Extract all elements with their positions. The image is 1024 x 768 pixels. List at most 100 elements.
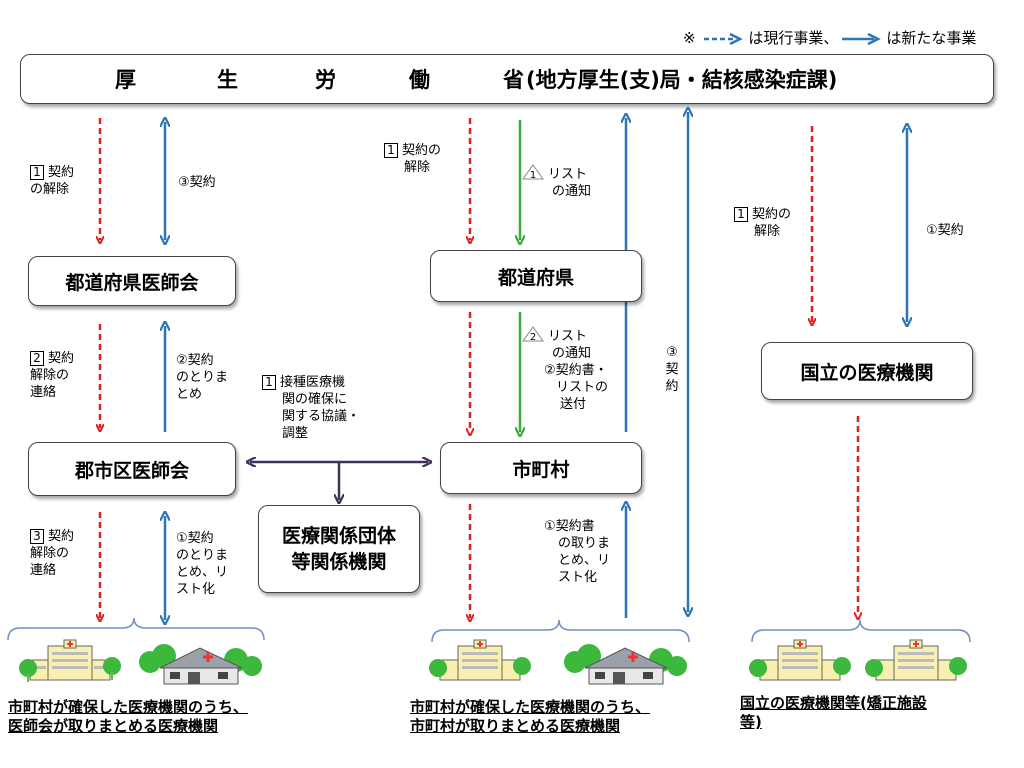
label-text: の解除: [30, 182, 70, 197]
caption-line: 市町村が確保した医療機関のうち、: [410, 698, 651, 716]
ministry-char-5: 省: [503, 68, 524, 92]
ministry-box: 厚 生 労 働 省 (地方厚生(支)局・結核感染症課): [20, 54, 994, 104]
city-medical-association-label: 郡市区医師会: [74, 459, 189, 482]
caption-line: 国立の医療機関等(矯正施設: [740, 694, 927, 712]
caption-left: 市町村が確保した医療機関のうち、 医師会が取りまとめる医療機関: [8, 698, 248, 736]
caption-line: 市町村が確保した医療機関のうち、: [8, 698, 249, 716]
city-medical-association-box: 郡市区医師会: [28, 442, 236, 496]
pref-medical-association-label: 都道府県医師会: [65, 271, 199, 294]
municipality-box: 市町村: [440, 442, 642, 494]
brace-right: [751, 619, 971, 643]
prefecture-box: 都道府県: [430, 250, 642, 302]
label-text: 契約: [48, 165, 75, 180]
label-text: 解除: [754, 224, 781, 239]
legend-dashed-arrow-icon: [704, 32, 744, 45]
ministry-char-4: 働: [409, 68, 430, 92]
label-contract-3-vertical: ③ 契 約: [664, 344, 680, 395]
label-text: 連絡: [30, 563, 57, 578]
label-text: ①契約: [926, 223, 964, 238]
step-number: 1: [30, 165, 44, 180]
label-text: 送付: [560, 397, 587, 412]
label-text: とめ、リ: [176, 565, 229, 580]
step-number: 1: [384, 143, 398, 158]
step-number: 2: [30, 351, 44, 366]
label-text: リスト: [548, 167, 588, 182]
municipality-label: 市町村: [512, 458, 570, 481]
label-text: の通知: [552, 346, 592, 361]
step-number: 1: [529, 170, 537, 181]
ministry-char-3: 労: [315, 68, 336, 92]
label-list-notify-1: 1 リスト の通知: [522, 164, 591, 200]
caption-line: 等): [740, 713, 762, 731]
step-number: 3: [30, 529, 44, 544]
ministry-suffix: (地方厚生(支)局・結核感染症課): [526, 68, 838, 92]
ministry-char-2: 生: [217, 68, 238, 92]
legend-dashed-text: は現行事業、: [748, 29, 839, 47]
label-text: のとりま: [176, 548, 229, 563]
caption-line: 市町村が取りまとめる医療機関: [410, 717, 621, 735]
label-text: 関する協議・: [282, 409, 361, 424]
label-text: 関の確保に: [282, 392, 348, 407]
label-text: リスト: [548, 329, 588, 344]
label-contract-3-left: ③契約: [178, 174, 216, 191]
label-notify-3-left: 3 契約 解除の 連絡: [30, 528, 74, 579]
label-contract-national: ①契約: [926, 222, 964, 239]
label-gather-2-left: ②契約 のとりま とめ: [176, 352, 228, 403]
label-coordination: 1 接種医療機 関の確保に 関する協議・ 調整: [262, 374, 360, 442]
label-text: ①契約書: [544, 519, 595, 534]
label-list-notify-2: 2 リスト の通知 ②契約書・ リストの 送付: [522, 326, 608, 413]
label-text: 解除の: [30, 546, 70, 561]
related-organizations-box: 医療関係団体 等関係機関: [258, 505, 420, 593]
label-text: 契: [665, 362, 679, 377]
legend-solid-text: は新たな事業: [886, 29, 977, 47]
label-text: の取りま: [558, 536, 611, 551]
caption-line: 医師会が取りまとめる医療機関: [8, 717, 219, 735]
label-text: スト化: [558, 570, 598, 585]
label-cancel-pref-assoc: 1 契約 の解除: [30, 164, 74, 198]
label-text: とめ、リ: [558, 553, 611, 568]
label-text: 契約: [48, 351, 75, 366]
label-text: ①契約: [176, 531, 214, 546]
step-number: 2: [529, 332, 537, 343]
label-text: とめ: [176, 387, 203, 402]
label-text: のとりま: [176, 370, 229, 385]
related-organizations-label-2: 等関係機関: [291, 551, 387, 573]
label-text: 解除の: [30, 368, 70, 383]
label-text: ③: [666, 345, 678, 360]
legend-mark: ※: [683, 29, 696, 47]
label-text: 契約: [48, 529, 75, 544]
label-text: 約: [665, 379, 679, 394]
label-text: 接種医療機: [280, 375, 346, 390]
label-text: 契約の: [402, 143, 442, 158]
step-number: 1: [262, 375, 276, 390]
national-institution-label: 国立の医療機関: [800, 361, 934, 384]
label-gather-municipality: ①契約書 の取りま とめ、リ スト化: [544, 518, 610, 586]
label-text: ②契約書・: [544, 363, 608, 378]
related-organizations-label-1: 医療関係団体: [281, 525, 396, 547]
caption-middle: 市町村が確保した医療機関のうち、 市町村が取りまとめる医療機関: [410, 698, 650, 736]
label-text: 契約の: [752, 207, 792, 222]
label-text: 調整: [282, 426, 309, 441]
label-text: ③契約: [178, 175, 216, 190]
brace-middle: [431, 619, 690, 643]
brace-left: [7, 617, 265, 641]
label-text: ②契約: [176, 353, 214, 368]
national-institution-box: 国立の医療機関: [761, 342, 973, 400]
triangle-step-icon: 2: [522, 326, 544, 343]
label-text: 連絡: [30, 385, 57, 400]
prefecture-label: 都道府県: [497, 266, 574, 289]
triangle-step-icon: 1: [522, 164, 544, 181]
legend-solid-arrow-icon: [842, 32, 882, 45]
label-gather-1-left: ①契約 のとりま とめ、リ スト化: [176, 530, 228, 598]
label-text: の通知: [552, 184, 592, 199]
caption-right: 国立の医療機関等(矯正施設 等): [740, 694, 927, 732]
pref-medical-association-box: 都道府県医師会: [28, 256, 236, 306]
label-text: 解除: [404, 160, 431, 175]
label-notify-2-left: 2 契約 解除の 連絡: [30, 350, 74, 401]
label-text: スト化: [176, 582, 216, 597]
ministry-char-1: 厚: [115, 68, 136, 92]
legend: ※ は現行事業、 は新たな事業: [683, 30, 976, 47]
label-text: リストの: [556, 380, 609, 395]
